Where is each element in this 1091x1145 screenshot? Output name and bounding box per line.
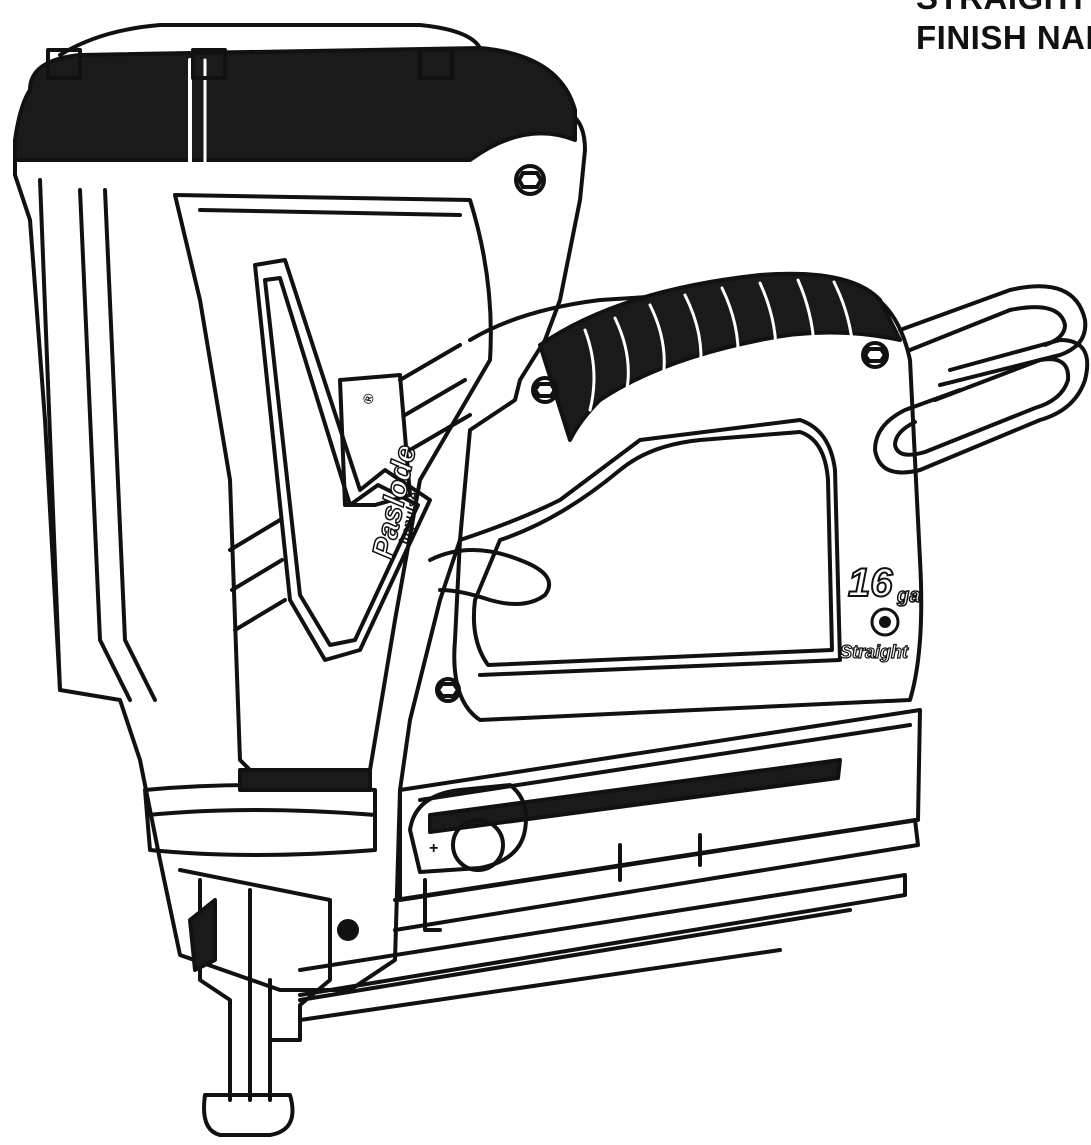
depth-adjust-symbol: + — [429, 840, 438, 857]
trigger — [428, 548, 552, 606]
magazine — [298, 708, 922, 1022]
depth-adjust-dial — [408, 783, 528, 932]
motor-housing — [13, 23, 587, 992]
document-heading: STRAIGHT FINISH NAILER — [916, 0, 1091, 58]
heading-line-2: FINISH NAILER — [916, 19, 1091, 56]
screw-heads — [337, 164, 889, 941]
nose-piece — [178, 868, 332, 1137]
gauge-number: 16 — [848, 561, 893, 605]
brand-registered-mark: ® — [359, 392, 377, 406]
belt-hook — [873, 284, 1090, 475]
grip — [538, 271, 902, 442]
heading-line-1: STRAIGHT — [916, 0, 1091, 18]
gauge-unit: ga — [896, 585, 920, 607]
magazine-type-label: Straight — [840, 642, 909, 662]
brand-logo-bolt — [253, 258, 432, 662]
gauge-badge: 16 ga Straight — [839, 560, 921, 663]
